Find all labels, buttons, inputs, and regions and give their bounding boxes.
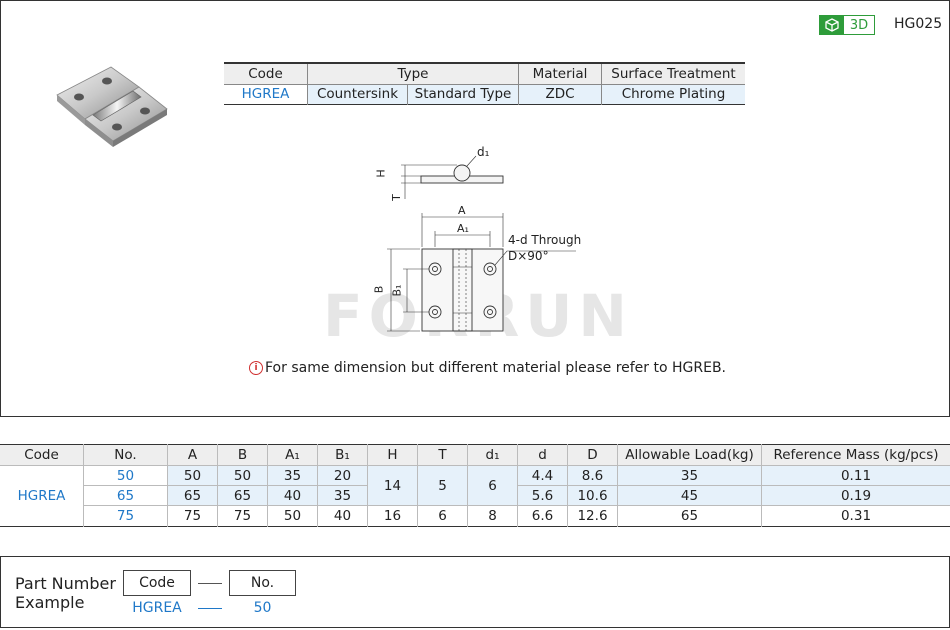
cell-a: 75 <box>167 505 218 527</box>
cell-d1: 8 <box>467 505 518 527</box>
code-box: Code <box>123 570 191 596</box>
col-b1: B₁ <box>317 444 368 466</box>
spec-table: Code Type Material Surface Treatment HGR… <box>224 62 745 105</box>
col-a1: A₁ <box>267 444 318 466</box>
col-b: B <box>217 444 268 466</box>
cell-mass: 0.11 <box>761 465 950 486</box>
label-b1: B₁ <box>390 284 404 297</box>
no-value: 50 <box>253 600 272 616</box>
cell-b: 65 <box>217 485 268 506</box>
table-row: 65 65 65 40 35 5.6 10.6 45 0.19 <box>0 485 950 506</box>
part-number-panel: Part Number Example Code No. HGREA 50 <box>0 556 950 628</box>
note-text: For same dimension but different materia… <box>265 360 727 376</box>
cell-d-large: 10.6 <box>567 485 618 506</box>
label-t: T <box>389 194 403 201</box>
label-hole-count: 4-d Through <box>508 233 582 247</box>
no-box: No. <box>229 570 296 596</box>
spec-code: HGREA <box>224 84 308 104</box>
cell-d1-merged: 6 <box>467 465 518 506</box>
col-t: T <box>417 444 468 466</box>
col-d: d <box>517 444 568 466</box>
label-b: B <box>372 285 386 294</box>
technical-drawing: d₁ H T A A₁ B B₁ 4-d Through D×90° <box>371 141 601 341</box>
cell-d-large: 12.6 <box>567 505 618 527</box>
spec-header-type: Type <box>307 63 519 85</box>
spec-header-surface: Surface Treatment <box>601 63 745 85</box>
spec-header-code: Code <box>224 63 308 85</box>
spec-type-countersink: Countersink <box>307 84 408 104</box>
cell-t-merged: 5 <box>417 465 468 506</box>
cell-d: 4.4 <box>517 465 568 486</box>
product-panel: 3D HG025 Code Type Material Surface T <box>0 0 950 417</box>
cell-h: 16 <box>367 505 418 527</box>
col-no: No. <box>83 444 168 466</box>
cell-a: 50 <box>167 465 218 486</box>
label-hole-spec: D×90° <box>508 249 549 263</box>
cell-b: 50 <box>217 465 268 486</box>
spec-surface: Chrome Plating <box>601 84 745 104</box>
col-load: Allowable Load(kg) <box>617 444 762 466</box>
cell-b1: 40 <box>317 505 368 527</box>
dimension-table: Code No. A B A₁ B₁ H T d₁ d D Allowable … <box>0 444 950 527</box>
info-icon: i <box>249 361 263 375</box>
cell-b1: 35 <box>317 485 368 506</box>
spec-material: ZDC <box>518 84 602 104</box>
product-image <box>49 57 179 161</box>
part-number-subtitle: Example <box>15 593 85 612</box>
cell-a1: 40 <box>267 485 318 506</box>
cell-b1: 20 <box>317 465 368 486</box>
col-d-large: D <box>567 444 618 466</box>
col-d1: d₁ <box>467 444 518 466</box>
label-d1: d₁ <box>477 145 490 159</box>
cell-mass: 0.31 <box>840 508 872 524</box>
col-mass: Reference Mass (kg/pcs) <box>761 444 950 466</box>
cell-load: 45 <box>617 485 762 506</box>
col-h: H <box>367 444 418 466</box>
cell-t: 6 <box>417 505 468 527</box>
col-a: A <box>167 444 218 466</box>
connector-line-value <box>198 608 222 609</box>
3d-button[interactable]: 3D <box>819 15 875 35</box>
cell-a1: 50 <box>267 505 318 527</box>
material-note: i For same dimension but different mater… <box>249 360 726 376</box>
cell-mass: 0.19 <box>761 485 950 506</box>
row-no: 75 <box>83 505 168 527</box>
label-h: H <box>374 169 388 178</box>
row-code: HGREA <box>0 465 84 527</box>
table-row: 75 75 75 50 40 16 6 8 6.6 12.6 65 0.31 <box>0 505 950 527</box>
model-code: HG025 <box>894 16 943 32</box>
code-value: HGREA <box>132 600 182 616</box>
col-code: Code <box>0 444 84 466</box>
cell-b: 75 <box>217 505 268 527</box>
spec-header-material: Material <box>518 63 602 85</box>
3d-label: 3D <box>849 17 869 33</box>
cell-load: 35 <box>617 465 762 486</box>
row-no: 50 <box>83 465 168 486</box>
cell-load: 65 <box>617 505 762 527</box>
cell-d: 5.6 <box>517 485 568 506</box>
cube-icon <box>820 16 844 34</box>
cell-d-large: 8.6 <box>567 465 618 486</box>
cell-a: 65 <box>167 485 218 506</box>
row-no: 65 <box>83 485 168 506</box>
label-a: A <box>458 204 466 217</box>
cell-d: 6.6 <box>517 505 568 527</box>
spec-type-standard: Standard Type <box>407 84 519 104</box>
label-a1: A₁ <box>457 222 469 235</box>
part-number-title: Part Number <box>15 574 116 593</box>
cell-h-merged: 14 <box>367 465 418 506</box>
connector-line <box>198 583 222 584</box>
cell-a1: 35 <box>267 465 318 486</box>
table-row: HGREA 50 50 50 35 20 14 5 6 4.4 8.6 35 0… <box>0 465 950 527</box>
